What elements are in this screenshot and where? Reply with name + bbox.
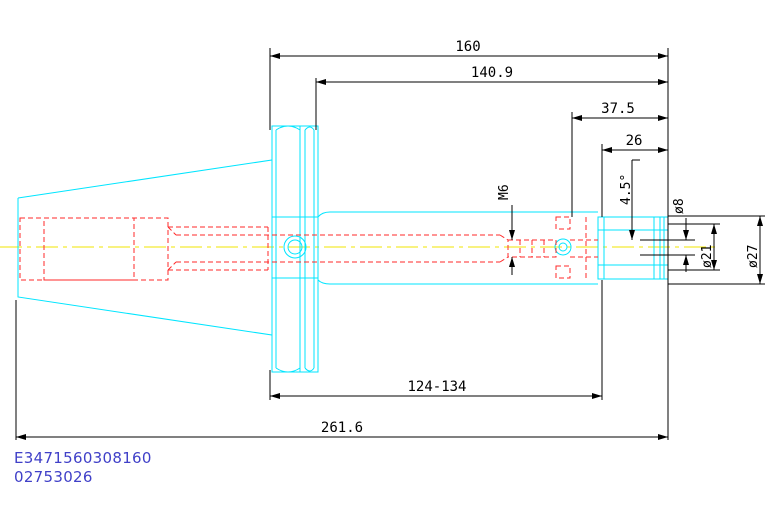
dim-124-134-label: 124-134	[407, 379, 466, 395]
radial-hole	[283, 235, 307, 259]
bore-inner	[43, 217, 135, 281]
dia21-label: ø21	[700, 245, 715, 268]
angle-label: 4.5°	[619, 174, 634, 205]
dim-261-6-label: 261.6	[321, 420, 363, 436]
flange	[271, 125, 319, 373]
dia27-label: ø27	[746, 245, 761, 268]
shank-body	[317, 211, 598, 285]
thread-m6-label: M6	[497, 184, 512, 200]
dim-160-label: 160	[455, 39, 480, 55]
cross-hole-top	[555, 216, 571, 230]
dim-140-9-label: 140.9	[471, 65, 513, 81]
side-hole	[554, 238, 572, 256]
part-code-line-2: 02753026	[14, 468, 93, 486]
dimension-lines	[15, 48, 765, 440]
dia8-label: ø8	[672, 198, 687, 214]
cross-hole-bottom	[555, 265, 571, 279]
part-code-line-1: E3471560308160	[14, 449, 152, 467]
dim-37-5-label: 37.5	[601, 101, 635, 117]
dim-26-label: 26	[626, 133, 643, 149]
bore-large	[19, 217, 169, 281]
collet-nut	[597, 216, 669, 280]
hidden-lines	[19, 216, 598, 281]
holder-outline	[17, 125, 669, 373]
